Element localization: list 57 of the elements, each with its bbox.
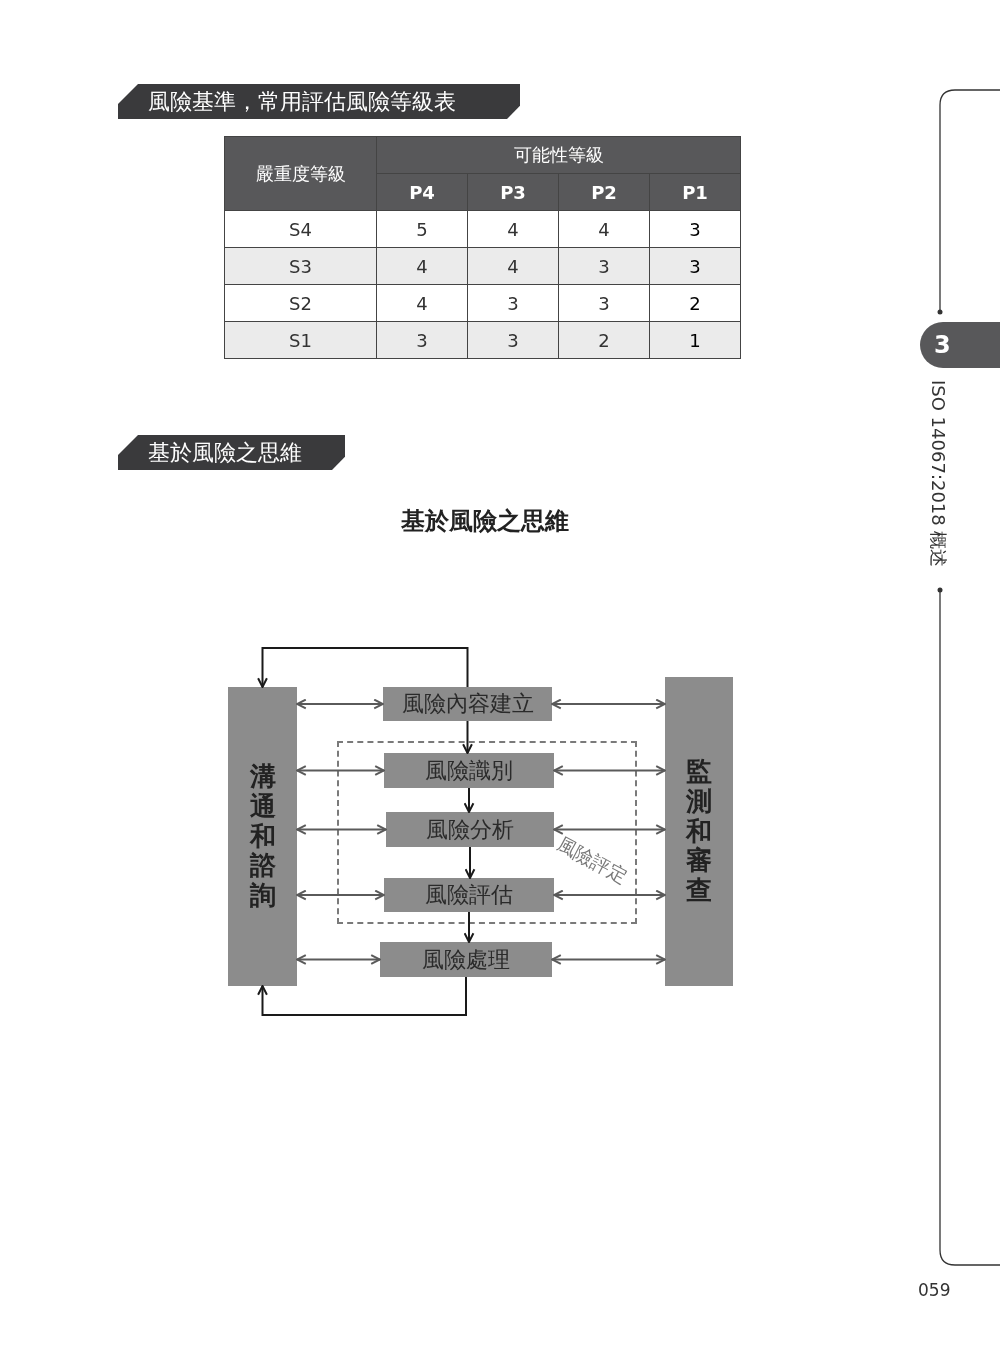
table-cell: 3 — [467, 284, 559, 322]
page-number: 059 — [918, 1280, 951, 1300]
table-cell: 5 — [376, 210, 468, 248]
section-banner: 基於風險之思維 — [118, 435, 345, 470]
process-box: 風險評估 — [384, 878, 554, 912]
table-cell: 3 — [467, 321, 559, 359]
table-cell: 3 — [649, 210, 741, 248]
table-cell: 4 — [467, 210, 559, 248]
header-cell: P2 — [558, 173, 650, 211]
process-box: 風險識別 — [384, 753, 554, 788]
arrow — [553, 765, 666, 776]
header-cell: P1 — [649, 173, 741, 211]
table-cell: 3 — [376, 321, 468, 359]
arrow — [257, 976, 467, 1016]
header-cell: 嚴重度等級 — [224, 136, 377, 211]
arrow — [551, 698, 666, 710]
table-cell: S1 — [224, 321, 377, 359]
arrow — [463, 787, 475, 813]
table-cell: 3 — [649, 247, 741, 285]
arrow — [296, 954, 381, 965]
process-box: 溝通和諮詢 — [228, 687, 297, 986]
arrow — [462, 720, 473, 754]
header-cell: P4 — [376, 173, 468, 211]
arrow — [296, 698, 384, 710]
header-cell: P3 — [467, 173, 559, 211]
table-cell: 4 — [558, 210, 650, 248]
process-box: 風險處理 — [380, 942, 552, 977]
table-cell: 2 — [649, 284, 741, 322]
arrow — [296, 824, 387, 835]
section-banner: 風險基準，常用評估風險等級表 — [118, 84, 520, 119]
process-box: 風險內容建立 — [383, 687, 552, 721]
table-cell: S3 — [224, 247, 377, 285]
table-cell: 4 — [376, 247, 468, 285]
header-cell: 可能性等級 — [376, 136, 741, 174]
table-cell: 2 — [558, 321, 650, 359]
table-cell: 4 — [467, 247, 559, 285]
chapter-title: ISO 14067:2018 概述 — [927, 380, 950, 568]
process-box: 風險分析 — [386, 812, 554, 847]
group-label: 風險評定 — [552, 831, 632, 890]
diagram-title: 基於風險之思維 — [400, 506, 570, 537]
table-cell: S4 — [224, 210, 377, 248]
table-cell: 3 — [558, 284, 650, 322]
arrow — [257, 647, 469, 688]
arrow — [296, 889, 385, 901]
dashed-group-box — [337, 741, 637, 924]
arrow — [553, 889, 666, 901]
arrow — [551, 954, 666, 965]
chapter-tab: 3 — [920, 322, 1000, 368]
table-cell: S2 — [224, 284, 377, 322]
arrow — [296, 765, 385, 776]
table-cell: 4 — [376, 284, 468, 322]
process-box: 監測和審查 — [665, 677, 733, 986]
arrow — [463, 911, 475, 943]
table-cell: 3 — [558, 247, 650, 285]
table-cell: 1 — [649, 321, 741, 359]
arrow — [553, 824, 666, 835]
arrow — [464, 846, 476, 879]
